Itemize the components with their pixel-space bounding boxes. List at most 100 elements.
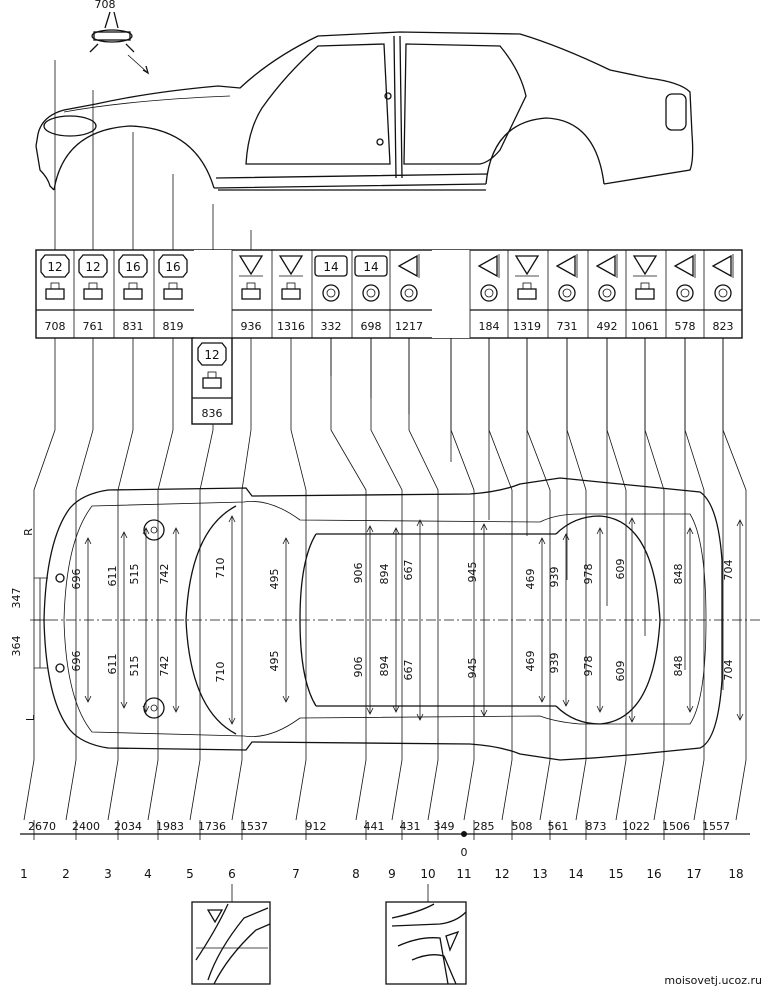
point-number: 11 (456, 867, 471, 881)
half-width-lower: 667 (402, 660, 415, 681)
half-width-lower: 848 (672, 656, 685, 677)
half-width-lower: 704 (722, 660, 735, 681)
half-width-lower: 945 (466, 658, 479, 679)
half-width-upper: 906 (352, 563, 365, 584)
left-dim-lower: 364 (10, 636, 23, 657)
leader-lines (23, 60, 747, 821)
point-number: 13 (532, 867, 547, 881)
ring-icon (558, 284, 576, 302)
point-number: 5 (186, 867, 194, 881)
measuring-sensor: 708 (89, 0, 150, 75)
table-column: 731 (547, 250, 578, 338)
half-width-lower: 495 (268, 651, 281, 672)
table-column: 16 831 (113, 250, 148, 338)
point-number: 12 (494, 867, 509, 881)
left-side-label: L (24, 714, 37, 721)
longitudinal-dim: 2400 (72, 820, 100, 833)
detail-inset-10 (385, 901, 467, 985)
half-width-upper: 515 (128, 564, 141, 585)
point-number: 7 (292, 867, 300, 881)
triangle-left-icon (673, 254, 694, 278)
table-column: 936 (231, 250, 264, 338)
half-width-upper: 710 (214, 558, 227, 579)
ring-icon (322, 284, 340, 302)
triangle-down-icon (278, 255, 304, 276)
rect-label-icon (314, 255, 348, 277)
column-distance: 184 (479, 320, 500, 333)
zero-label: 0 (461, 846, 468, 859)
half-width-lower: 742 (158, 656, 171, 677)
table-column: 492 (587, 250, 618, 338)
triangle-left-icon (477, 254, 498, 278)
point-number: 17 (686, 867, 701, 881)
longitudinal-dim: 1022 (622, 820, 650, 833)
table-column: 1316 (271, 250, 305, 338)
longitudinal-dim: 1983 (156, 820, 184, 833)
table-column: 184 (469, 250, 500, 338)
column-size-label: 12 (85, 260, 100, 274)
half-width-upper: 945 (466, 562, 479, 583)
bolt-hex-icon (40, 254, 70, 278)
table-column: 12 708 (35, 250, 70, 338)
longitudinal-dim: 2034 (114, 820, 142, 833)
half-width-lower: 611 (106, 654, 119, 675)
longitudinal-dim: 561 (548, 820, 569, 833)
half-width-upper: 978 (582, 564, 595, 585)
column-distance: 831 (123, 320, 144, 333)
longitudinal-dim: 441 (364, 820, 385, 833)
column-distance: 761 (83, 320, 104, 333)
half-width-upper: 704 (722, 560, 735, 581)
triangle-down-icon (632, 255, 658, 276)
half-width-lower: 894 (378, 656, 391, 677)
longitudinal-dim: 912 (306, 820, 327, 833)
half-width-lower: 469 (524, 651, 537, 672)
longitudinal-dim: 1537 (240, 820, 268, 833)
half-width-upper: 894 (378, 564, 391, 585)
column-size-label: 16 (165, 260, 180, 274)
point-number: 10 (420, 867, 435, 881)
longitudinal-dim: 2670 (28, 820, 56, 833)
longitudinal-dim: 1557 (702, 820, 730, 833)
half-width-upper: 469 (524, 569, 537, 590)
bolt-hex-icon (78, 254, 108, 278)
column-size-label: 12 (47, 260, 62, 274)
half-width-lower: 609 (614, 661, 627, 682)
column-distance: 1316 (277, 320, 305, 333)
triangle-down-icon (514, 255, 540, 276)
half-width-lower: 906 (352, 657, 365, 678)
table-column (194, 250, 232, 338)
triangle-left-icon (595, 254, 616, 278)
column-distance: 1061 (631, 320, 659, 333)
table-column: 578 (665, 250, 696, 338)
footer-watermark: moisovetj.ucoz.ru (664, 974, 762, 987)
half-width-lower: 939 (548, 653, 561, 674)
longitudinal-dim: 873 (586, 820, 607, 833)
column-size-label: 16 (125, 260, 140, 274)
half-width-upper: 495 (268, 569, 281, 590)
column-distance: 1217 (395, 320, 423, 333)
point-number: 4 (144, 867, 152, 881)
column-distance: 708 (45, 320, 66, 333)
half-width-upper: 848 (672, 564, 685, 585)
column-distance: 936 (241, 320, 262, 333)
left-dim-upper: 347 (10, 588, 23, 609)
table-column: 1319 (507, 250, 541, 338)
half-width-lower: 515 (128, 656, 141, 677)
half-width-lower: 696 (70, 651, 83, 672)
ring-icon (480, 284, 498, 302)
half-width-upper: 939 (548, 567, 561, 588)
bolt-hex-icon (118, 254, 148, 278)
half-width-upper: 667 (402, 560, 415, 581)
table-column: 823 (703, 250, 734, 338)
half-width-lower: 978 (582, 656, 595, 677)
ring-icon (400, 284, 418, 302)
half-width-upper: 609 (614, 559, 627, 580)
longitudinal-dim: 285 (474, 820, 495, 833)
triangle-left-icon (555, 254, 576, 278)
